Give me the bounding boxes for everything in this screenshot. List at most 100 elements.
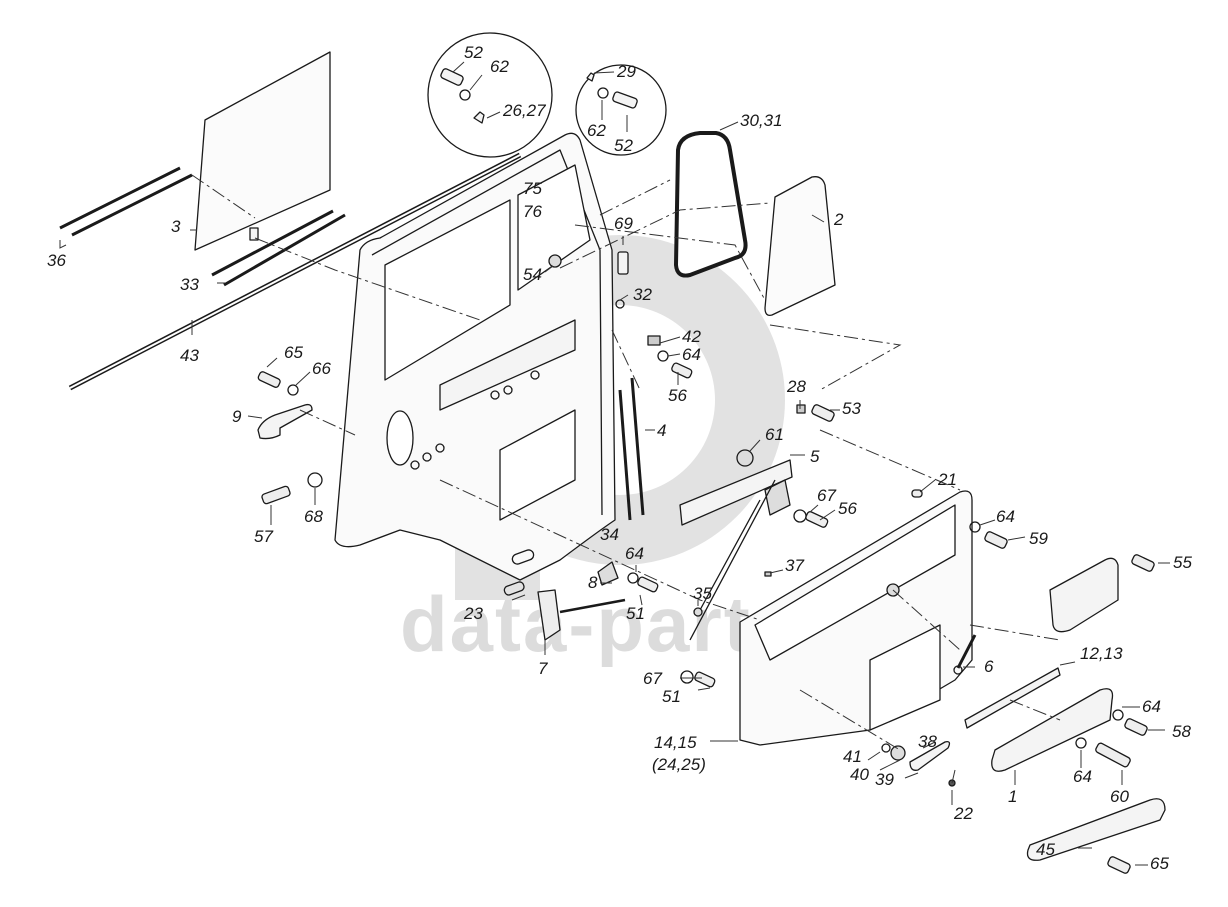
callout-9: 9 [232, 407, 242, 426]
bolt-65b [1107, 856, 1131, 874]
callout-33: 33 [180, 275, 199, 294]
washer-64e [1075, 737, 1087, 749]
callout-64: 64 [682, 345, 701, 364]
lock-washer-67b [680, 670, 694, 684]
callout-67: 67 [817, 486, 836, 505]
callout-54: 54 [523, 265, 542, 284]
detail-inset-left [427, 32, 553, 158]
callout-66: 66 [312, 359, 331, 378]
ring-32 [615, 299, 625, 309]
bolt-51a [637, 576, 659, 593]
inner-handle-38-39 [909, 740, 951, 771]
leader-lines [59, 61, 1170, 866]
bumper-35 [693, 607, 703, 617]
washer-64a [657, 350, 669, 362]
bolt-56b [805, 511, 829, 528]
callout-36: 36 [47, 251, 66, 270]
clip-28 [796, 404, 806, 414]
bolt-58 [1124, 718, 1148, 736]
callout-56: 56 [838, 499, 857, 518]
callout-68: 68 [304, 507, 323, 526]
callout-22: 22 [954, 804, 973, 823]
callout-55: 55 [1173, 553, 1192, 572]
callout-30-31: 30,31 [740, 111, 783, 130]
callout-57: 57 [254, 527, 273, 546]
callout-58: 58 [1172, 722, 1191, 741]
callout-53: 53 [842, 399, 861, 418]
callout-14-15: 14,15 [654, 733, 697, 752]
window-crank-6 [956, 634, 977, 669]
lock-washer-68 [307, 472, 323, 488]
vent-window-frame-30-31 [674, 131, 748, 278]
callout-26-27: 26,27 [503, 101, 546, 120]
latch-8 [597, 561, 619, 586]
bushing-40 [890, 745, 906, 761]
callout-43: 43 [180, 346, 199, 365]
seal-strip-33a [211, 209, 334, 277]
callout-52: 52 [464, 43, 483, 62]
window-regulator-plate-5 [679, 459, 793, 526]
handle-9 [257, 403, 313, 440]
bracket-42 [647, 335, 661, 346]
washer-64d [1112, 709, 1124, 721]
callout-42: 42 [682, 327, 701, 346]
callout-65: 65 [1150, 854, 1169, 873]
vent-glass-2 [764, 176, 836, 316]
callout-6: 6 [984, 657, 994, 676]
callout-28: 28 [787, 377, 806, 396]
bolt-56a [671, 362, 693, 379]
bolt-52-inset2 [612, 91, 638, 109]
detail-inset-right [575, 64, 667, 156]
callout-23: 23 [464, 604, 483, 623]
callout-64: 64 [1142, 697, 1161, 716]
callout-51: 51 [626, 604, 645, 623]
callout-52: 52 [614, 136, 633, 155]
callout-1: 1 [1008, 787, 1018, 806]
callout-64: 64 [996, 507, 1015, 526]
callout-2: 2 [834, 210, 844, 229]
callout-7: 7 [538, 659, 548, 678]
callout-64: 64 [1073, 767, 1092, 786]
bolt-60 [1095, 742, 1131, 768]
bolt-59 [984, 531, 1008, 549]
door-window-opening [384, 199, 511, 381]
glass-run-34 [618, 389, 632, 521]
callout-60: 60 [1110, 787, 1129, 806]
callout-69: 69 [614, 214, 633, 233]
callout-62: 62 [587, 121, 606, 140]
screw-57 [261, 485, 291, 505]
callout-12-13: 12,13 [1080, 644, 1123, 663]
lock-washer-67a [793, 509, 807, 523]
callout-29: 29 [617, 62, 636, 81]
callout-59: 59 [1029, 529, 1048, 548]
callout-64: 64 [625, 544, 644, 563]
door-glass-3 [194, 51, 331, 251]
callout-4: 4 [657, 421, 667, 440]
clip-37 [764, 571, 772, 577]
callout-8: 8 [588, 573, 598, 592]
clip-29 [586, 72, 595, 82]
callout-67: 67 [643, 669, 662, 688]
callout-21: 21 [938, 470, 957, 489]
lock-washer-62-inset2 [597, 87, 609, 99]
callout-38: 38 [918, 732, 937, 751]
bolt-53 [811, 404, 835, 422]
seal-strip-36a [59, 166, 181, 230]
seal-23 [503, 581, 525, 596]
callout-45: 45 [1036, 840, 1055, 859]
callout-3: 3 [171, 217, 181, 236]
vent-window-opening [517, 164, 591, 291]
pocket-cover [1049, 557, 1119, 633]
callout-32: 32 [633, 285, 652, 304]
callout-24-25: (24,25) [652, 755, 706, 774]
watermark-text: data-parts [400, 580, 798, 668]
callout-56: 56 [668, 386, 687, 405]
nut-61 [736, 449, 754, 467]
callout-65: 65 [284, 343, 303, 362]
washer-64c [969, 521, 981, 533]
callout-5: 5 [810, 447, 820, 466]
grommet-54 [548, 254, 562, 268]
rail-12-13 [964, 667, 1061, 729]
